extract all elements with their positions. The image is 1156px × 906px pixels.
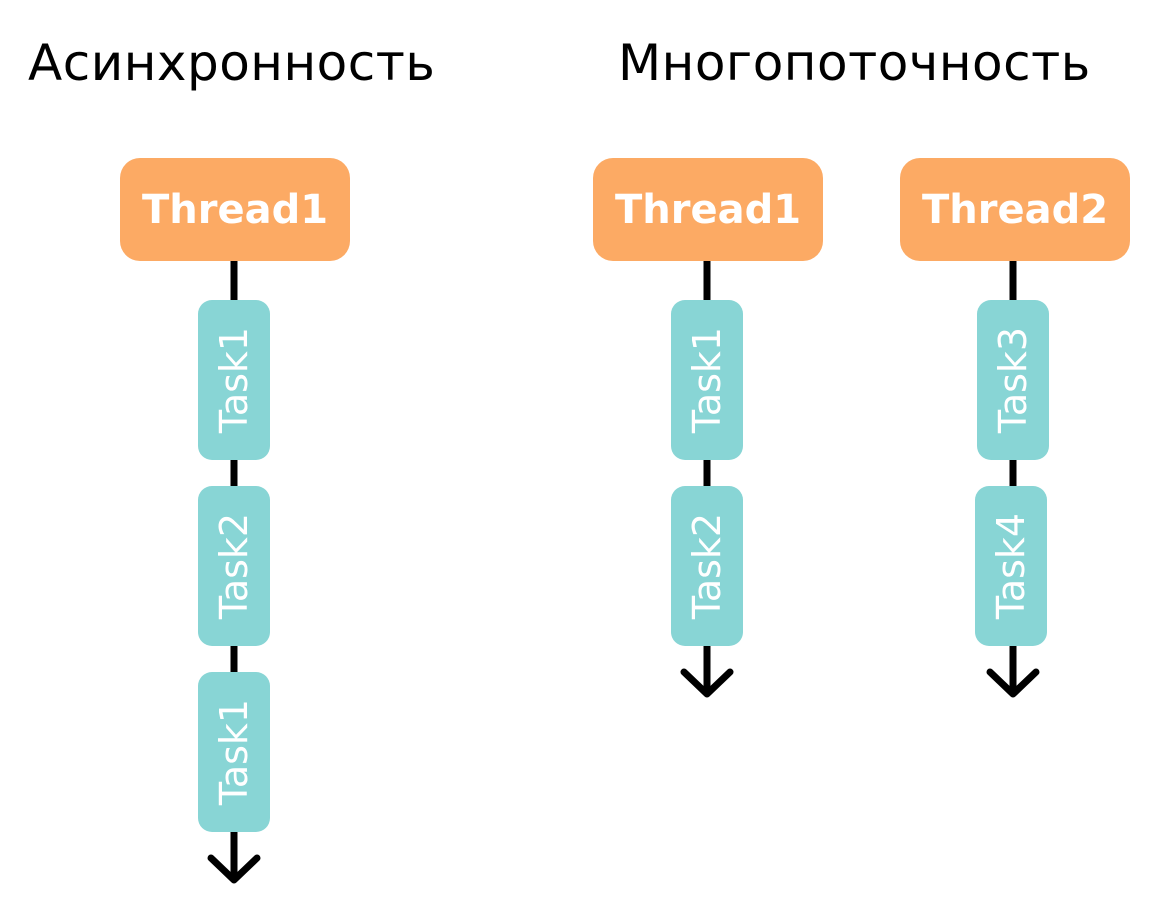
async-thread-box: Thread1 (120, 158, 350, 261)
multithread-thread1-box: Thread1 (593, 158, 823, 261)
async-task-2: Task2 (198, 486, 270, 646)
async-task-3: Task1 (198, 672, 270, 832)
thread2-task-1: Task3 (977, 300, 1049, 460)
thread2-arrow-icon (986, 668, 1040, 698)
task-label: Task1 (685, 326, 729, 434)
async-arrow-icon (207, 854, 261, 884)
task-label: Task2 (212, 512, 256, 620)
task-label: Task4 (989, 512, 1033, 620)
thread1-task-2: Task2 (671, 486, 743, 646)
multithread-title: Многопоточность (618, 34, 1091, 92)
task-label: Task1 (212, 326, 256, 434)
thread1-arrow-icon (680, 668, 734, 698)
async-title: Асинхронность (28, 34, 436, 92)
multithread-thread2-box: Thread2 (900, 158, 1130, 261)
task-label: Task1 (212, 698, 256, 806)
task-label: Task3 (991, 326, 1035, 434)
task-label: Task2 (685, 512, 729, 620)
thread1-task-1: Task1 (671, 300, 743, 460)
async-task-1: Task1 (198, 300, 270, 460)
thread2-task-2: Task4 (975, 486, 1047, 646)
